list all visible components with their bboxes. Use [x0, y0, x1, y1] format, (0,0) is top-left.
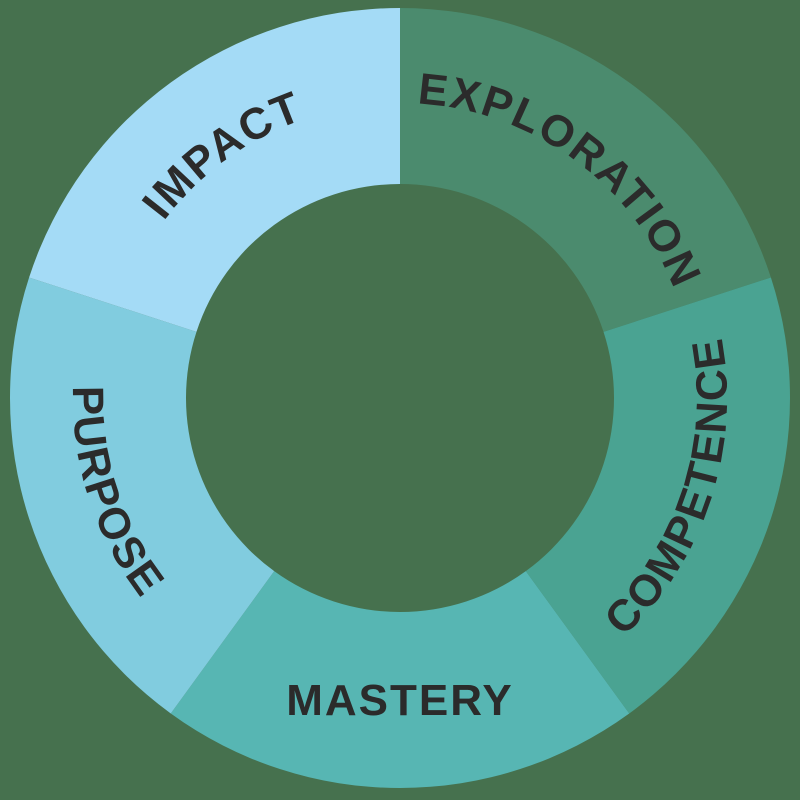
label-mastery: MASTERY	[286, 676, 514, 725]
segment-purpose	[9, 277, 275, 714]
segment-impact	[29, 8, 401, 332]
segment-competence	[525, 277, 791, 714]
segment-exploration	[400, 8, 771, 332]
segment-mastery	[170, 571, 630, 789]
donut-segments	[9, 8, 791, 789]
